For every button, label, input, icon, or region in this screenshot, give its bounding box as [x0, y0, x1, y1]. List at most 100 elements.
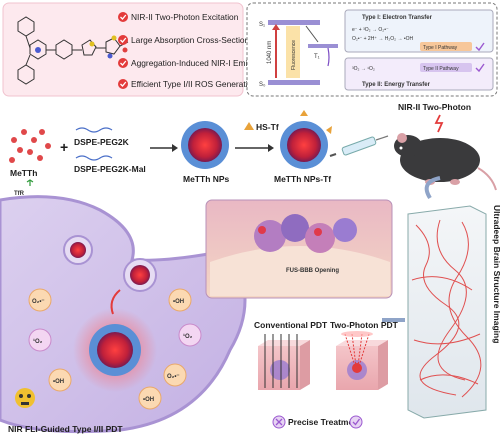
ros-bubble: •OH [48, 368, 72, 392]
vessel [210, 246, 390, 296]
type1-pathway-badge [420, 42, 472, 51]
ros-bubble: O₂•⁻ [28, 288, 52, 312]
ros-text: •OH [173, 299, 184, 305]
feature-text: Large Absorption Cross-Section [131, 35, 250, 45]
metth-label: MeTTh [10, 168, 37, 178]
feature-text: Aggregation-Induced NIR-I Emission [131, 58, 267, 68]
npstf-label: MeTTh NPs-Tf [274, 174, 331, 184]
twophoton-label: Two-Photon PDT [330, 320, 399, 330]
vasculature [411, 219, 482, 398]
hstf-label: HS-Tf [256, 122, 279, 132]
oxygen-atom [122, 47, 128, 53]
tf-icon [300, 110, 308, 116]
pdt-comparison: Conventional PDT Two-Photon PDT [254, 320, 399, 429]
tumor-cluster [254, 214, 357, 253]
type1-box [344, 9, 494, 53]
check-icon [475, 42, 485, 52]
peg-mal-chain [75, 155, 113, 161]
ros-text: •OH [143, 397, 154, 403]
uptake-arrow [110, 289, 121, 315]
peg-mal-label: DSPE-PEG2K-Mal [74, 164, 146, 174]
type2-line: ³O₂ → ¹O₂ [352, 66, 375, 72]
tf-icon [244, 122, 254, 130]
fluorescence-band [286, 26, 300, 78]
check-icon [475, 63, 485, 73]
skull-icon [15, 388, 35, 408]
isc-arrow [305, 25, 319, 43]
brain-imaging-label: Ultradeep Brain Structure Imaging [492, 205, 500, 343]
conventional-cube [258, 334, 310, 390]
mouse-icon [394, 133, 497, 191]
s1-label: S₁ [259, 22, 265, 28]
np-core [130, 265, 150, 285]
molecule-panel: NIR-II Two-Photon Excitation Large Absor… [2, 2, 267, 97]
sulfur-atom [111, 35, 117, 41]
feature-item: Aggregation-Induced NIR-I Emission [118, 58, 267, 68]
feature-list: NIR-II Two-Photon Excitation Large Absor… [118, 12, 267, 89]
type2-pathway-label: Type II Pathway [423, 66, 459, 72]
type1-pathway-label: Type I Pathway [423, 45, 458, 51]
brain-imaging-panel: Ultradeep Brain Structure Imaging [382, 176, 500, 419]
type1-line2: O₂•⁻ + 2H⁺ → H₂O₂ → •OH [352, 36, 414, 42]
wavelength-label: 1040 nm [267, 41, 273, 64]
ros-text: ¹O₂ [183, 333, 193, 340]
tfr-label: TfR [14, 191, 25, 197]
peg-label: DSPE-PEG2K [74, 137, 130, 147]
fus-label: FUS-BBB Opening [286, 268, 339, 274]
conventional-label: Conventional PDT [254, 320, 328, 330]
np-core [70, 242, 86, 258]
precise-label: Precise Treatment [288, 417, 361, 427]
np-core [97, 332, 133, 368]
lightning-icon [434, 114, 444, 133]
feature-item: Large Absorption Cross-Section [118, 35, 250, 45]
check-icon [118, 35, 128, 45]
plus-sign: + [60, 139, 68, 155]
feature-text: NIR-II Two-Photon Excitation [131, 12, 239, 22]
flow-arrow [424, 176, 441, 200]
type2-pathway-badge [420, 63, 472, 72]
check-icon [118, 58, 128, 68]
feature-item: Efficient Type I/II ROS Generation [118, 79, 257, 89]
t1-level [308, 44, 338, 48]
check-icon [118, 12, 128, 22]
type1-title: Type I: Electron Transfer [362, 15, 433, 21]
metth-structure [17, 16, 129, 85]
sulfur-atom [89, 41, 95, 47]
peg-chain [75, 127, 113, 133]
check-icon [349, 415, 363, 429]
syringe-icon [329, 135, 389, 157]
ros-bubble: ¹O₂ [28, 328, 52, 352]
mechanism-panel: S₁ S₀ T₁ 1040 nm Fluorescence Type I: El… [246, 2, 498, 97]
ros-text: O₂•⁻ [167, 374, 180, 380]
type2-title: Type II: Energy Transfer [362, 82, 431, 88]
guided-pdt-label: NIR FLI-Guided Type I/II PDT [8, 424, 123, 434]
bbb-panel: FUS-BBB Opening [205, 199, 393, 299]
nps-label: MeTTh NPs [183, 174, 230, 184]
np-core [287, 128, 321, 162]
ros-bubble: O₂•⁻ [163, 363, 187, 387]
check-icon [118, 79, 128, 89]
cell-scene: O₂•⁻ ¹O₂ •OH •OH ¹O₂ O₂•⁻ •OH [0, 179, 247, 434]
brain-block [407, 205, 487, 419]
type1-line1: e⁻ + ³O₂ → O₂•⁻ [352, 27, 389, 33]
tf-icon [326, 126, 332, 134]
ros-bubble: •OH [168, 288, 192, 312]
s1-level [268, 20, 320, 25]
ros-bubble: ¹O₂ [178, 323, 202, 347]
metth-molecules [9, 129, 51, 163]
s0-level [268, 80, 320, 85]
ros-text: O₂•⁻ [32, 299, 45, 305]
ros-text: •OH [53, 379, 64, 385]
ros-text: ¹O₂ [33, 338, 43, 345]
ros-bubble: •OH [138, 386, 162, 410]
nitrogen-atom [35, 47, 41, 53]
synthesis-row: MeTTh + DSPE-PEG2K DSPE-PEG2K-Mal MeTTh … [9, 102, 497, 191]
feature-item: NIR-II Two-Photon Excitation [118, 12, 239, 22]
twophoton-cube [336, 331, 388, 390]
t1-label: T₁ [314, 54, 320, 60]
s0-label: S₀ [259, 82, 266, 88]
tfr-receptor-icon [26, 179, 34, 186]
nir2-label: NIR-II Two-Photon [398, 102, 471, 112]
